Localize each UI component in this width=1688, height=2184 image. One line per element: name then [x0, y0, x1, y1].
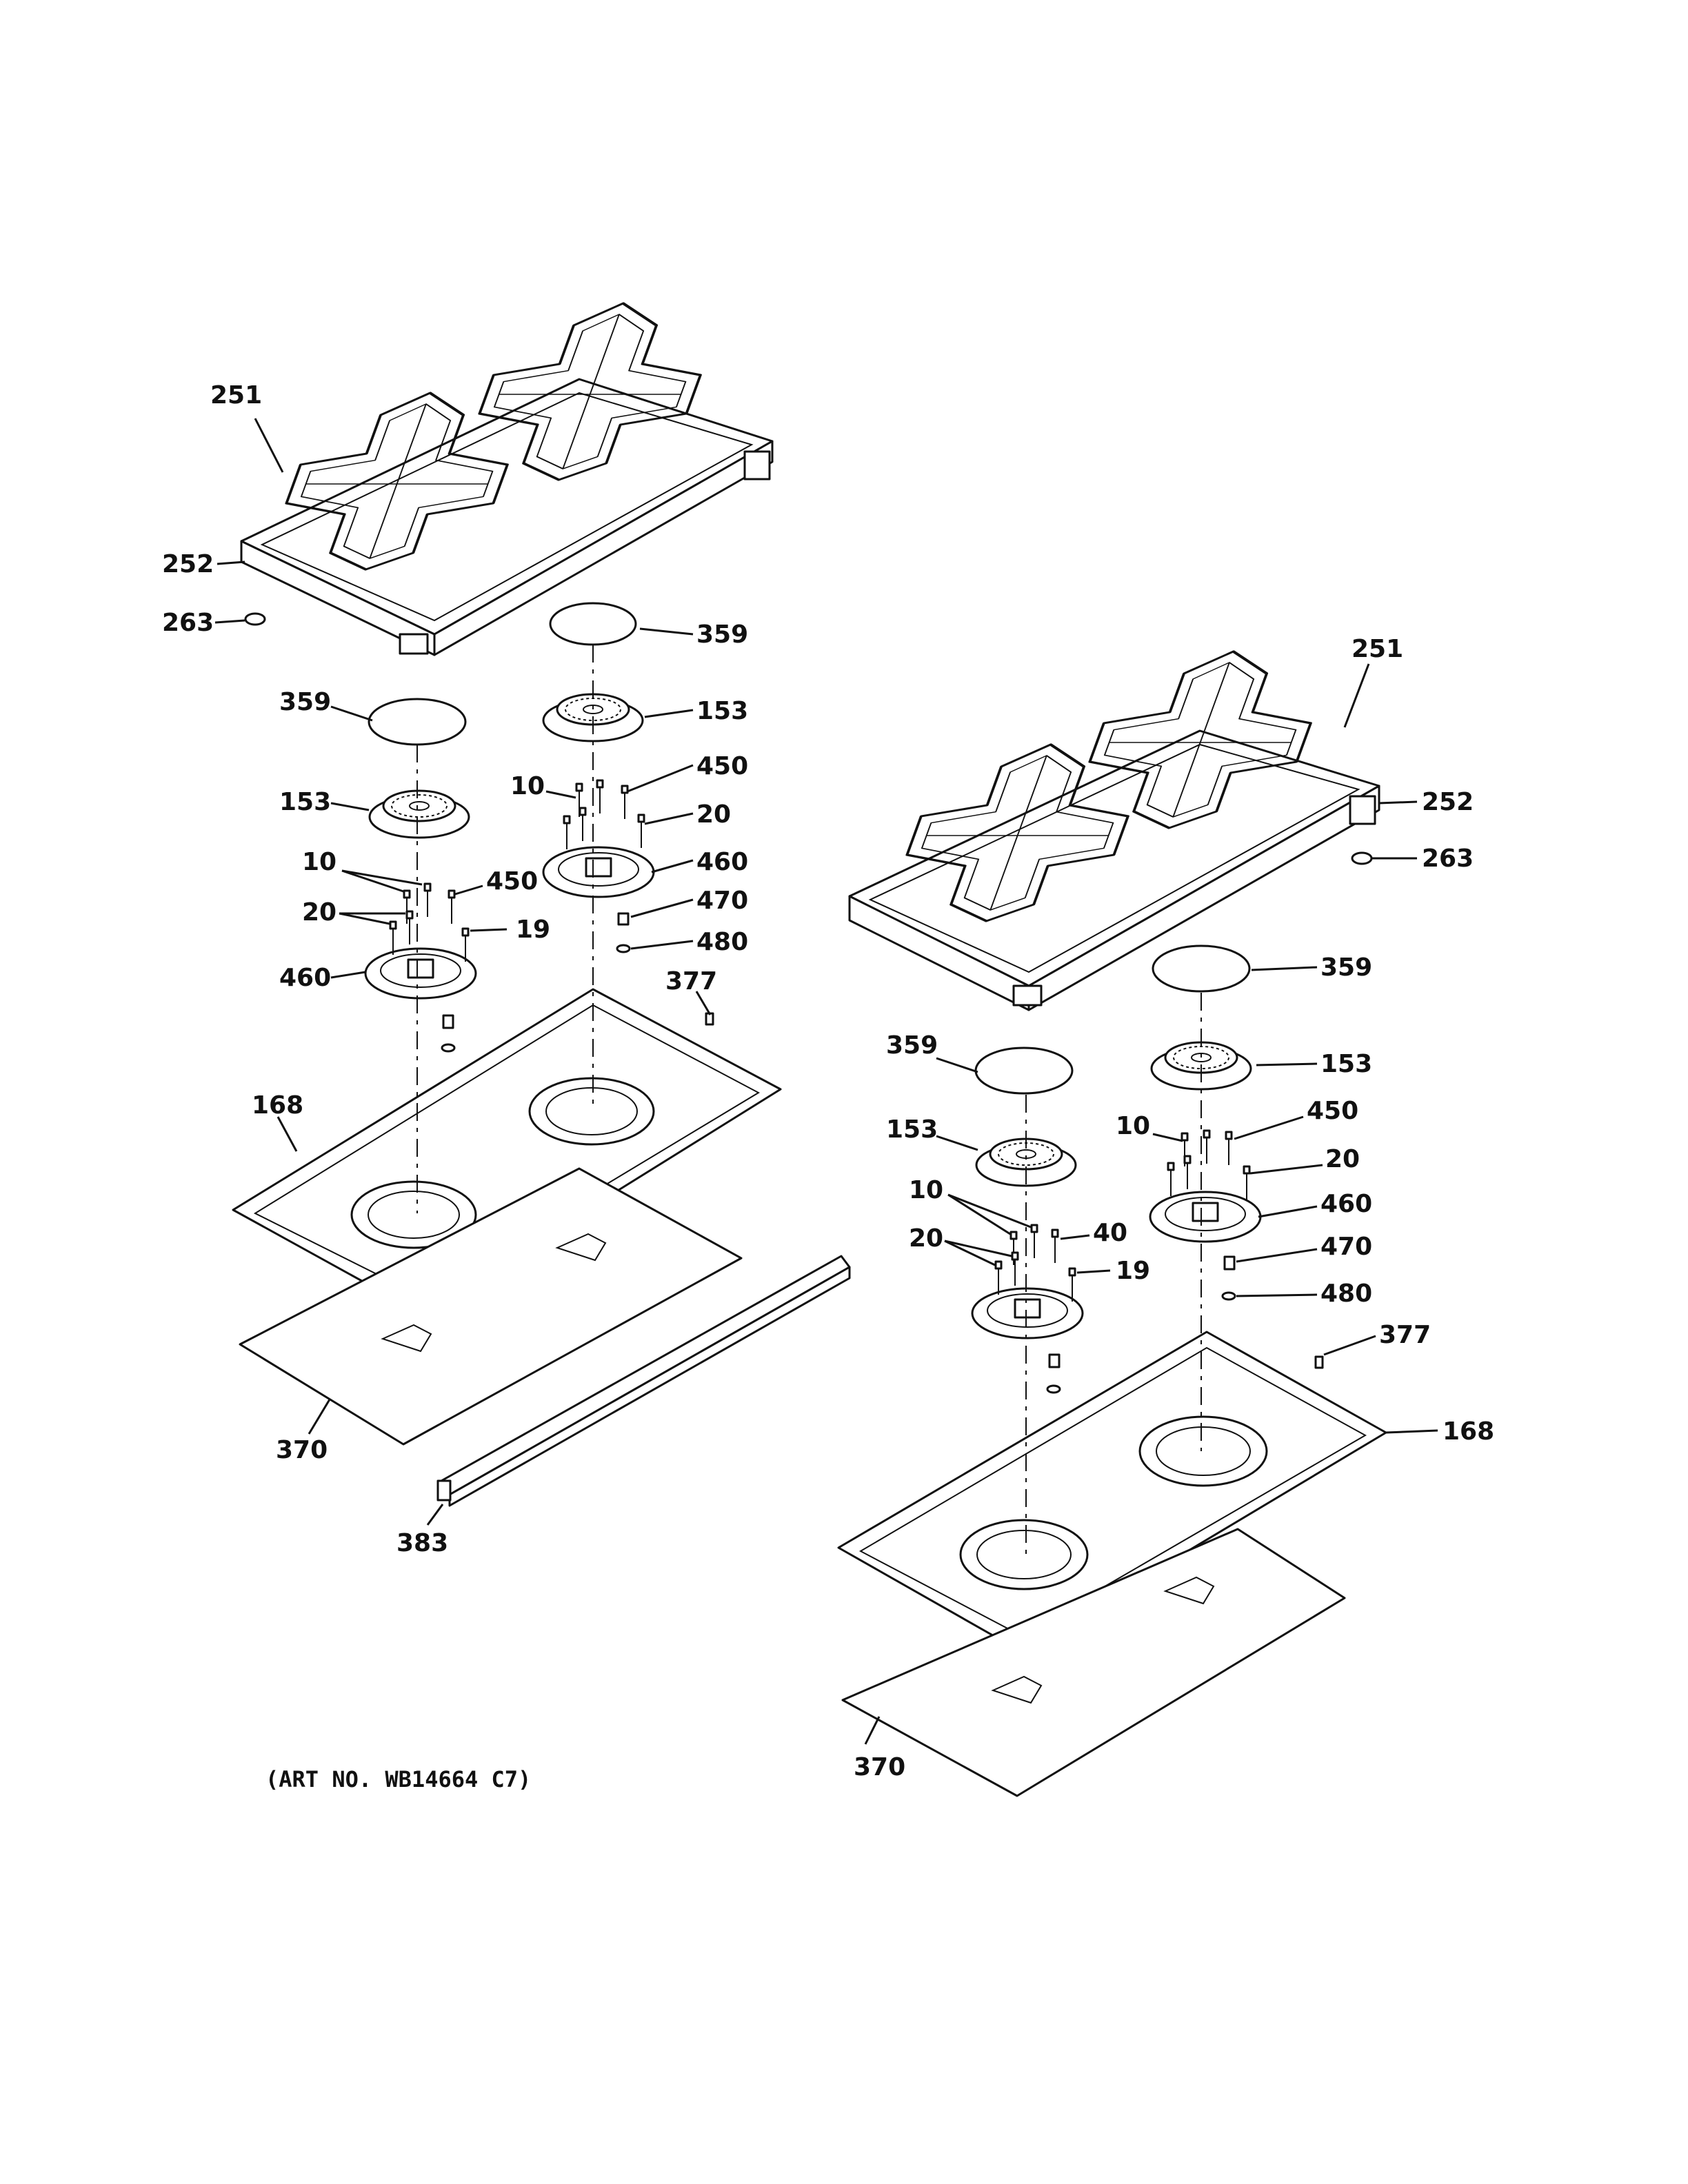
- callout-washer-rear[interactable]: 480: [1320, 1280, 1372, 1308]
- callout-fitting-rear[interactable]: 470: [1320, 1233, 1372, 1261]
- callout-base-rear[interactable]: 460: [696, 848, 748, 876]
- burner-base-front: [364, 947, 477, 1000]
- burner-base-rear: [1149, 1191, 1262, 1243]
- callout-tray[interactable]: 168: [252, 1091, 303, 1120]
- callout-electrode-front[interactable]: 20: [302, 898, 336, 927]
- frame-foot: [1012, 984, 1043, 1007]
- washer-rear: [1221, 1291, 1236, 1301]
- burner-base-rear: [542, 846, 655, 898]
- right-assembly: [837, 651, 1387, 1797]
- burner-cap-front: [368, 698, 467, 746]
- washer-front: [1046, 1384, 1061, 1394]
- frame-foot: [1349, 795, 1376, 825]
- burner-cap-rear: [549, 602, 637, 646]
- callout-base-front[interactable]: 460: [279, 964, 331, 992]
- callout-orifice-front[interactable]: 450: [486, 867, 538, 896]
- callout-head-front[interactable]: 153: [279, 788, 331, 816]
- callout-washer-rear[interactable]: 480: [696, 928, 748, 956]
- callout-electrode-front[interactable]: 20: [909, 1224, 943, 1253]
- tray-screw: [1314, 1355, 1324, 1369]
- callout-insulation[interactable]: 370: [854, 1753, 905, 1781]
- callout-grate-support[interactable]: 252: [1422, 788, 1474, 816]
- callout-screw-front[interactable]: 10: [909, 1176, 943, 1204]
- washer-front: [441, 1043, 456, 1053]
- insulation-pad: [239, 1167, 743, 1446]
- burner-cap-front: [974, 1046, 1074, 1095]
- callout-screw-tray[interactable]: 377: [665, 967, 717, 995]
- callout-fitting-rear[interactable]: 470: [696, 887, 748, 915]
- frame-foot: [399, 633, 429, 655]
- callout-screw-front[interactable]: 10: [302, 848, 336, 876]
- callouts-right: 251 252 263 359 153 359 153 10 450 20 46…: [854, 635, 1494, 1781]
- burner-head-front: [368, 789, 470, 839]
- callout-orifice-rear[interactable]: 450: [696, 752, 748, 780]
- fitting-front: [442, 1014, 454, 1029]
- orifice-screws-rear: [563, 779, 645, 851]
- callout-cap-front[interactable]: 359: [886, 1031, 938, 1060]
- leader-lines: [214, 418, 1438, 1745]
- burner-cap-rear: [1152, 944, 1251, 993]
- callout-grate[interactable]: 251: [210, 381, 262, 410]
- fitting-rear: [1223, 1255, 1236, 1271]
- art-number: (ART NO. WB14664 C7): [265, 1766, 531, 1792]
- callout-grate-support[interactable]: 252: [162, 550, 214, 578]
- callout-screw-rear[interactable]: 10: [1116, 1112, 1150, 1140]
- callouts-left: 251 252 263 359 153 359 153 10 450 20 46…: [162, 381, 748, 1557]
- mounting-bracket: [436, 1255, 851, 1507]
- callout-tray[interactable]: 168: [1443, 1417, 1494, 1446]
- callout-screw-rear[interactable]: 10: [510, 772, 545, 800]
- fitting-rear: [617, 912, 630, 926]
- burner-tray: [232, 988, 782, 1315]
- frame-foot: [743, 450, 771, 481]
- insulation-pad: [841, 1528, 1346, 1797]
- washer-rear: [616, 944, 631, 953]
- callout-orifice-rear[interactable]: 450: [1307, 1097, 1358, 1125]
- burner-base-front: [971, 1287, 1084, 1339]
- callout-spark-front[interactable]: 19: [516, 916, 550, 944]
- grate-support-frame: [240, 378, 774, 656]
- callout-electrode-rear[interactable]: 20: [1325, 1145, 1360, 1173]
- callout-bracket[interactable]: 383: [396, 1529, 448, 1557]
- callout-spark-front[interactable]: 19: [1116, 1257, 1150, 1285]
- callout-grate[interactable]: 251: [1352, 635, 1403, 663]
- rubber-foot: [244, 612, 266, 626]
- left-assembly: [232, 303, 851, 1507]
- callout-foot[interactable]: 263: [162, 609, 214, 637]
- grate-support-frame: [848, 729, 1380, 1011]
- callout-electrode-rear[interactable]: 20: [696, 800, 731, 829]
- callout-cap-rear[interactable]: 359: [696, 620, 748, 649]
- callout-head-rear[interactable]: 153: [696, 697, 748, 725]
- callout-insulation[interactable]: 370: [276, 1436, 328, 1464]
- callout-head-front[interactable]: 153: [886, 1115, 938, 1144]
- callout-screw-tray[interactable]: 377: [1379, 1321, 1431, 1349]
- callout-orifice-front[interactable]: 40: [1093, 1219, 1127, 1247]
- fitting-front: [1048, 1353, 1061, 1368]
- callout-head-rear[interactable]: 153: [1320, 1050, 1372, 1078]
- callout-cap-rear[interactable]: 359: [1320, 953, 1372, 982]
- callout-base-rear[interactable]: 460: [1320, 1190, 1372, 1218]
- burner-tray: [837, 1331, 1387, 1652]
- rubber-foot: [1351, 851, 1373, 865]
- callout-cap-front[interactable]: 359: [279, 688, 331, 716]
- callout-foot[interactable]: 263: [1422, 845, 1474, 873]
